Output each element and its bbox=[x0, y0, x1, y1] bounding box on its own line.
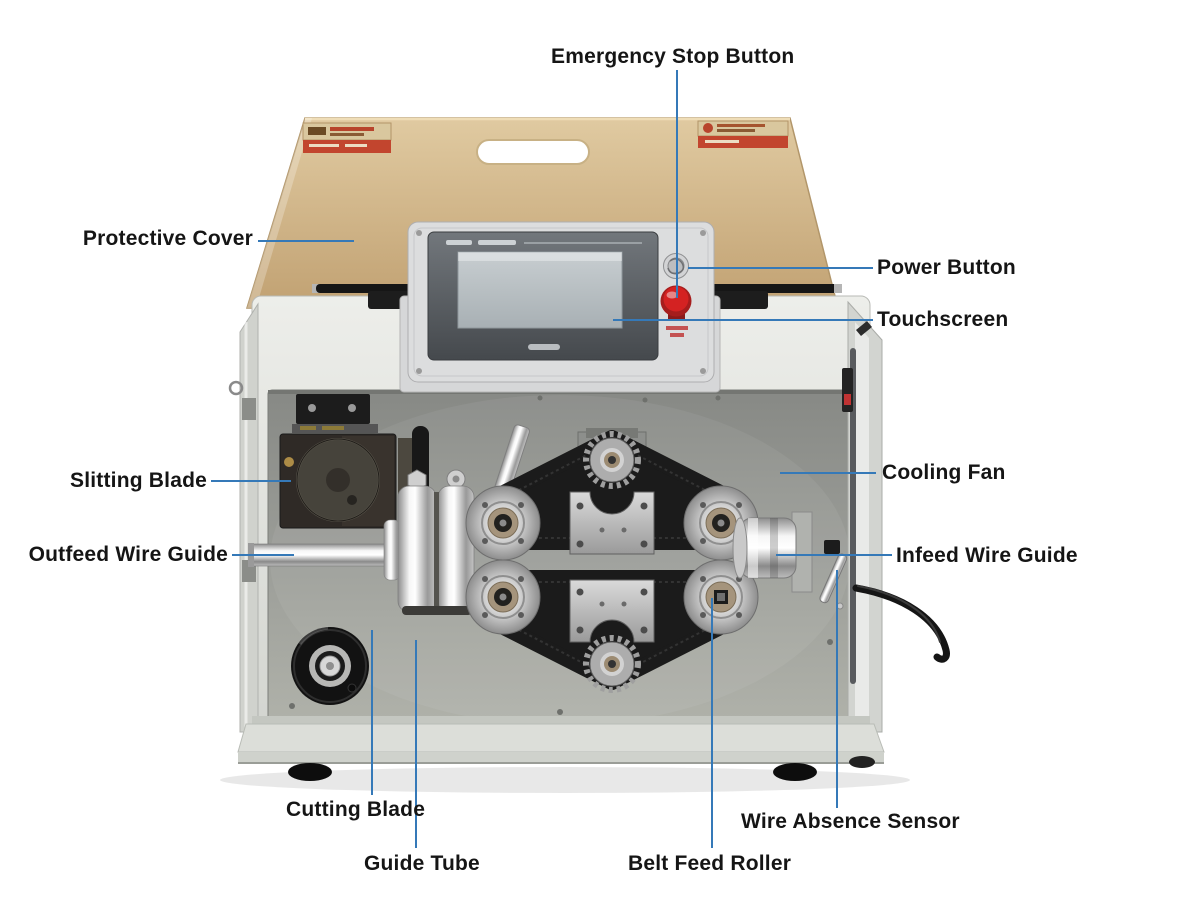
cover-handle-cutout bbox=[476, 139, 590, 165]
foot-left bbox=[288, 763, 332, 781]
cooling-fan-callout-line bbox=[780, 472, 876, 474]
infeed-wire-guide-barrel bbox=[732, 511, 813, 593]
label-emergency-stop-button: Emergency Stop Button bbox=[551, 45, 795, 68]
label-cooling-fan: Cooling Fan bbox=[882, 461, 1006, 484]
power-cable bbox=[852, 584, 950, 663]
foot-right bbox=[773, 763, 817, 781]
warning-sticker-left bbox=[302, 122, 392, 153]
emergency-stop-callout-line bbox=[676, 70, 678, 298]
touchscreen-screen bbox=[457, 251, 623, 329]
idler-wheel bbox=[291, 626, 369, 705]
label-cutting-blade: Cutting Blade bbox=[286, 798, 426, 821]
infeed-wire-guide-callout-line bbox=[776, 554, 892, 556]
belt-roller-bottom-right bbox=[683, 559, 759, 635]
power-button-callout-line bbox=[688, 267, 873, 269]
belt-roller-bottom-left bbox=[465, 559, 541, 635]
outfeed-wire-guide-callout-line bbox=[232, 554, 294, 556]
label-protective-cover: Protective Cover bbox=[82, 227, 253, 250]
protective-cover-callout-line bbox=[258, 240, 354, 242]
touchscreen-callout-line bbox=[613, 319, 873, 321]
label-guide-tube: Guide Tube bbox=[364, 852, 480, 875]
label-wire-absence-sensor: Wire Absence Sensor bbox=[741, 810, 960, 833]
wire-absence-sensor-callout-line bbox=[836, 570, 838, 808]
label-touchscreen: Touchscreen bbox=[877, 308, 1009, 331]
wire-absence-sensor-part bbox=[819, 540, 848, 610]
guide-tube-callout-line bbox=[415, 640, 417, 848]
cutting-blade-callout-line bbox=[371, 630, 373, 795]
left-side-panel bbox=[228, 302, 259, 733]
label-power-button: Power Button bbox=[877, 256, 1016, 279]
belt-feed-roller-callout-line bbox=[711, 598, 713, 848]
label-belt-feed-roller: Belt Feed Roller bbox=[628, 852, 792, 875]
left-hook bbox=[228, 380, 244, 396]
touchscreen-assembly bbox=[399, 221, 721, 393]
slitting-blade-callout-line bbox=[211, 480, 291, 482]
label-infeed-wire-guide: Infeed Wire Guide bbox=[896, 544, 1078, 567]
floor-shadow bbox=[220, 767, 910, 793]
panel-latch bbox=[842, 321, 872, 412]
belt-roller-top-left bbox=[465, 485, 541, 561]
guide-tube-clamp bbox=[383, 469, 475, 615]
wire-clamp-blocks bbox=[569, 491, 655, 643]
emergency-stop-button bbox=[660, 285, 692, 337]
machine-base bbox=[237, 716, 885, 781]
right-side-panel bbox=[842, 300, 883, 733]
label-outfeed-wire-guide: Outfeed Wire Guide bbox=[28, 543, 228, 566]
foot-side bbox=[849, 756, 875, 768]
warning-sticker-right bbox=[697, 120, 789, 148]
drive-gear-bottom bbox=[583, 635, 641, 693]
label-slitting-blade: Slitting Blade bbox=[70, 469, 207, 492]
cooling-fan-vent bbox=[850, 348, 856, 684]
drive-gear-top bbox=[583, 431, 641, 489]
